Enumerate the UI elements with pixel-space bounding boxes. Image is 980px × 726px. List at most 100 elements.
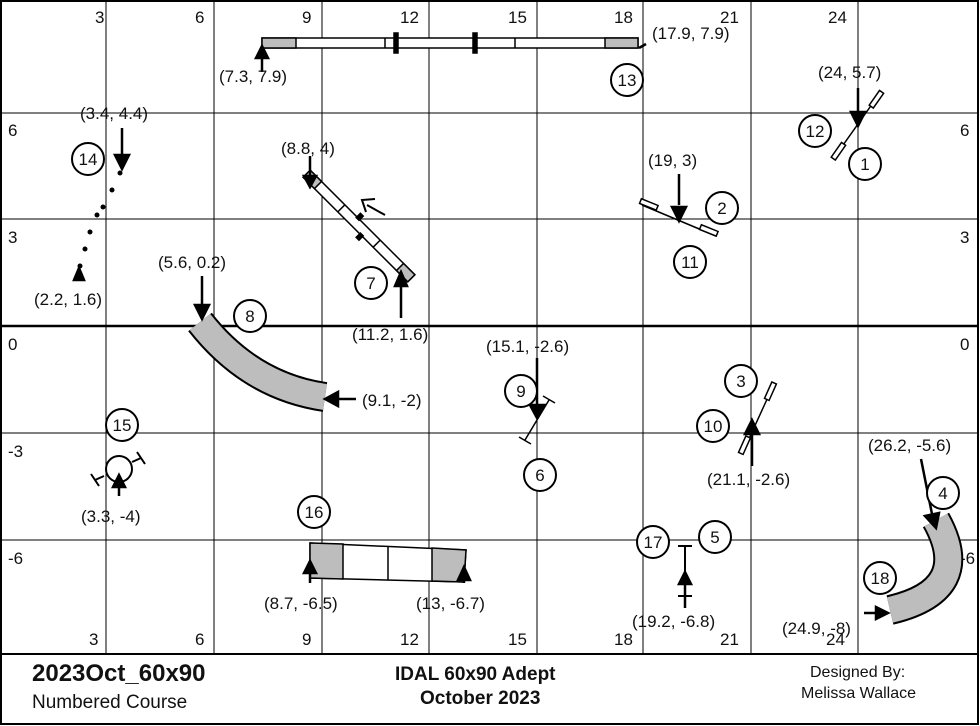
arrow-head [922, 511, 941, 531]
arrow-head [669, 205, 689, 224]
tunnel-8 [189, 313, 328, 410]
top-x-label: 3 [95, 8, 104, 27]
obstacle-number: 4 [938, 484, 947, 503]
obstacle-number-circle [698, 520, 732, 554]
coordinate-label: (26.2, -5.6) [868, 436, 951, 455]
arrow-head [742, 417, 762, 436]
bottom-x-label: 24 [826, 630, 845, 649]
obstacle-number-circle [523, 458, 557, 492]
obstacle-number-circle [696, 409, 730, 443]
grid-lines [2, 2, 978, 653]
obstacle-number-circle [233, 299, 267, 333]
obstacle-number: 10 [704, 417, 723, 436]
dogwalk-13 [261, 32, 639, 54]
bottom-x-label: 3 [89, 630, 98, 649]
coordinate-label: (17.9, 7.9) [652, 24, 730, 43]
obstacle-number-circle [354, 266, 388, 300]
arrow-head [301, 174, 319, 190]
arrow [638, 42, 647, 50]
left-y-label: 3 [8, 228, 17, 247]
arrow-head [253, 43, 271, 60]
right-y-label: 0 [960, 335, 969, 354]
course-name: 2023Oct_60x90 [32, 660, 206, 687]
coordinate-label: (11.2, 1.6) [352, 325, 428, 344]
bottom-x-label: 15 [508, 630, 527, 649]
obstacle-number: 14 [79, 150, 98, 169]
obstacle-number: 2 [717, 199, 726, 218]
obstacle-number: 5 [710, 528, 719, 547]
a-frame-16 [309, 542, 467, 583]
coordinate-label: (3.4, 4.4) [80, 104, 148, 123]
event-date: October 2023 [420, 688, 541, 709]
obstacle-number-circle [297, 495, 331, 529]
obstacle-number-circle [673, 245, 707, 279]
obstacle-number-circle [724, 364, 758, 398]
coordinate-label: (24, 5.7) [818, 63, 881, 82]
arrow-head [110, 472, 128, 489]
left-y-label: 0 [8, 335, 17, 354]
coordinate-label: (15.1, -2.6) [486, 337, 569, 356]
coordinate-label: (9.1, -2) [362, 391, 422, 410]
dogwalk-7 [302, 169, 416, 283]
coordinate-label: (19.2, -6.8) [632, 612, 715, 631]
coordinate-label: (21.1, -2.6) [707, 470, 790, 489]
arrow-head [192, 303, 212, 322]
top-x-label: 24 [828, 8, 847, 27]
left-y-label: 6 [8, 121, 17, 140]
obstacle-number: 7 [366, 274, 375, 293]
arrow-head [874, 604, 891, 622]
arrow-head [456, 564, 472, 582]
obstacle-number: 1 [860, 155, 869, 174]
obstacle-number: 17 [644, 533, 663, 552]
weave-poles-14 [77, 170, 123, 269]
top-x-label: 18 [614, 8, 633, 27]
coordinate-label: (13, -6.7) [416, 594, 485, 613]
obstacle-number-circle [705, 191, 739, 225]
course-type: Numbered Course [32, 692, 188, 713]
obstacle-number: 11 [681, 253, 699, 272]
coordinate-label: (19, 3) [648, 151, 697, 170]
top-x-label: 15 [508, 8, 527, 27]
obstacle-number: 13 [618, 71, 637, 90]
tunnel-4-18 [886, 513, 962, 623]
top-x-label: 6 [195, 8, 204, 27]
obstacle-number-circle [610, 63, 644, 97]
bottom-x-label: 21 [720, 630, 739, 649]
designer-label: Designed By: [810, 664, 906, 681]
left-y-label: -6 [8, 549, 23, 568]
arrow-head [72, 264, 86, 282]
top-x-label: 9 [302, 8, 311, 27]
obstacle-number-circle [105, 408, 139, 442]
coordinate-label: (5.6, 0.2) [158, 253, 226, 272]
obstacle-number: 15 [113, 416, 132, 435]
coordinate-label: (8.7, -6.5) [264, 594, 338, 613]
obstacle-number: 6 [535, 466, 544, 485]
obstacle-number: 9 [516, 382, 525, 401]
bottom-x-label: 18 [614, 630, 633, 649]
obstacle-number-circle [863, 561, 897, 595]
coordinate-label: (3.3, -4) [81, 507, 141, 526]
obstacle-number: 16 [305, 503, 324, 522]
arrow-head [527, 403, 547, 421]
obstacle-number: 3 [736, 372, 745, 391]
obstacle-number-circle [71, 142, 105, 176]
coordinate-label: (7.3, 7.9) [219, 67, 287, 86]
top-x-label: 12 [400, 8, 419, 27]
arrow-head [301, 558, 319, 575]
coordinate-label: (8.8, 4) [281, 139, 335, 158]
obstacle-number-circle [926, 476, 960, 510]
obstacle-number-circle [636, 525, 670, 559]
arrow-head [676, 569, 694, 586]
obstacle-number: 12 [806, 122, 825, 141]
direction-arrow [360, 198, 386, 216]
event-name: IDAL 60x90 Adept [395, 664, 556, 685]
arrow-head [848, 110, 868, 129]
arrow [919, 458, 934, 515]
right-y-label: 6 [960, 121, 969, 140]
coordinate-label: (24.9, -8) [782, 619, 851, 638]
right-y-label: 3 [960, 228, 969, 247]
arrow-head [393, 268, 409, 288]
